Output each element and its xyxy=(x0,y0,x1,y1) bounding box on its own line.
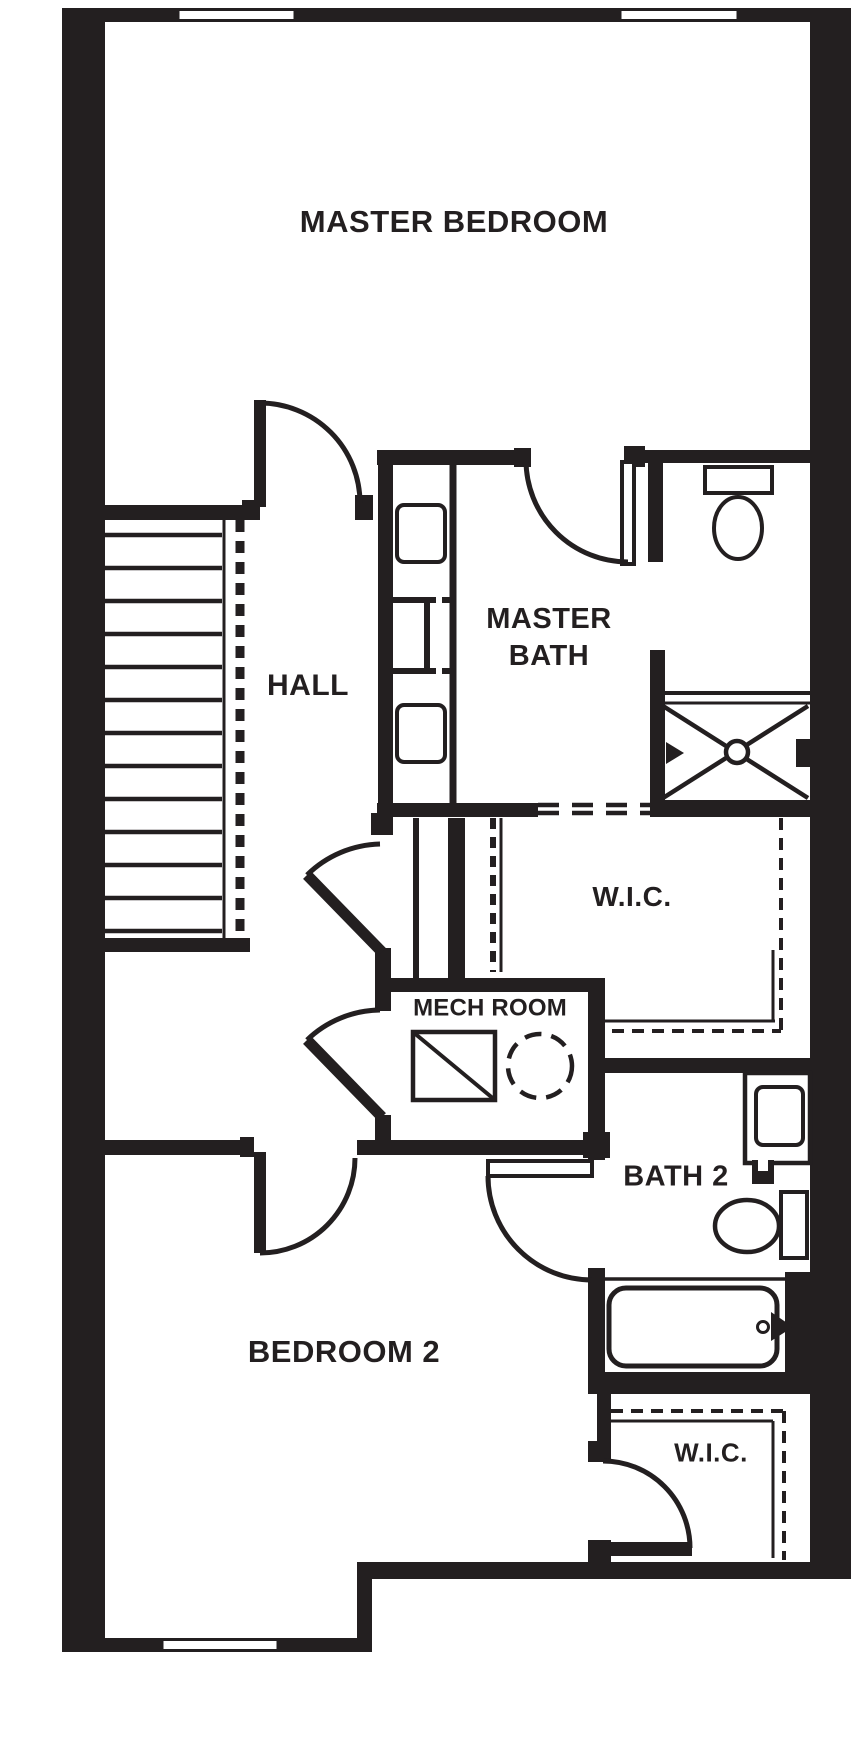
room-label-master-bedroom: MASTER BEDROOM xyxy=(299,204,609,240)
faucet-icon xyxy=(752,1160,774,1184)
door-swing-arc xyxy=(305,1007,381,1042)
toilet-bowl xyxy=(712,1197,782,1255)
wic-bedroom2-fittings xyxy=(611,1409,786,1560)
doors xyxy=(254,400,693,1556)
tub-basin xyxy=(606,1285,780,1369)
door-leaf xyxy=(620,460,636,566)
door-wic-master xyxy=(303,841,386,956)
stairs xyxy=(105,520,250,952)
shower xyxy=(661,691,811,800)
shower-drain xyxy=(723,738,751,766)
tub-spout-icon xyxy=(771,1312,793,1341)
window-icon xyxy=(160,1638,280,1652)
mech-room-equipment xyxy=(410,1029,575,1103)
door-mech-room xyxy=(303,1007,386,1121)
door-bedroom-2 xyxy=(254,1152,358,1256)
door-swing-arc xyxy=(485,1175,593,1283)
room-label-master-bath: MASTER BATH xyxy=(486,602,612,672)
door-leaf xyxy=(303,1036,386,1121)
shower-head-icon xyxy=(666,742,684,764)
door-master-bath xyxy=(523,459,636,566)
exterior-walls xyxy=(62,8,851,1652)
door-master-bedroom xyxy=(254,400,363,507)
door-leaf xyxy=(254,1152,266,1253)
toilet-bowl xyxy=(712,495,764,561)
door-swing-arc xyxy=(305,841,381,877)
wic-master-fittings xyxy=(413,802,783,1033)
door-leaf xyxy=(303,871,386,956)
tub-drain xyxy=(756,1320,770,1334)
door-wic-bedroom-2 xyxy=(600,1458,693,1556)
door-swing-arc xyxy=(523,459,629,565)
toilet-master xyxy=(703,465,774,561)
room-label-bedroom-2: BEDROOM 2 xyxy=(247,1334,441,1370)
room-label-bath-2: BATH 2 xyxy=(623,1160,729,1193)
interior-walls xyxy=(105,446,851,1562)
door-leaf xyxy=(486,1159,594,1178)
sink-icon xyxy=(754,1085,805,1147)
window-icon xyxy=(618,8,740,22)
window-icon xyxy=(176,8,297,22)
room-label-hall: HALL xyxy=(267,668,349,702)
door-swing-arc xyxy=(259,1157,358,1256)
vanity-cabinet xyxy=(393,597,450,674)
cased-opening-dashed xyxy=(538,802,650,816)
toilet-tank xyxy=(703,465,774,495)
door-swing-arc xyxy=(259,400,363,504)
door-leaf xyxy=(254,400,266,507)
room-label-mech-room: MECH ROOM xyxy=(413,994,567,1022)
sink-icon xyxy=(395,503,447,564)
door-swing-arc xyxy=(602,1458,693,1549)
door-leaf xyxy=(600,1542,692,1556)
toilet-tank xyxy=(779,1190,809,1260)
windows xyxy=(160,8,740,1652)
master-vanity xyxy=(393,465,457,803)
sink-icon xyxy=(395,703,447,764)
bath2-fixtures xyxy=(712,1070,813,1260)
bathtub xyxy=(605,1277,793,1369)
shower-valve xyxy=(796,739,811,767)
water-heater xyxy=(505,1031,575,1101)
door-bath-2 xyxy=(485,1159,594,1283)
room-label-wic-bedroom-2: W.I.C. xyxy=(674,1437,748,1468)
room-label-wic-master: W.I.C. xyxy=(592,881,672,913)
